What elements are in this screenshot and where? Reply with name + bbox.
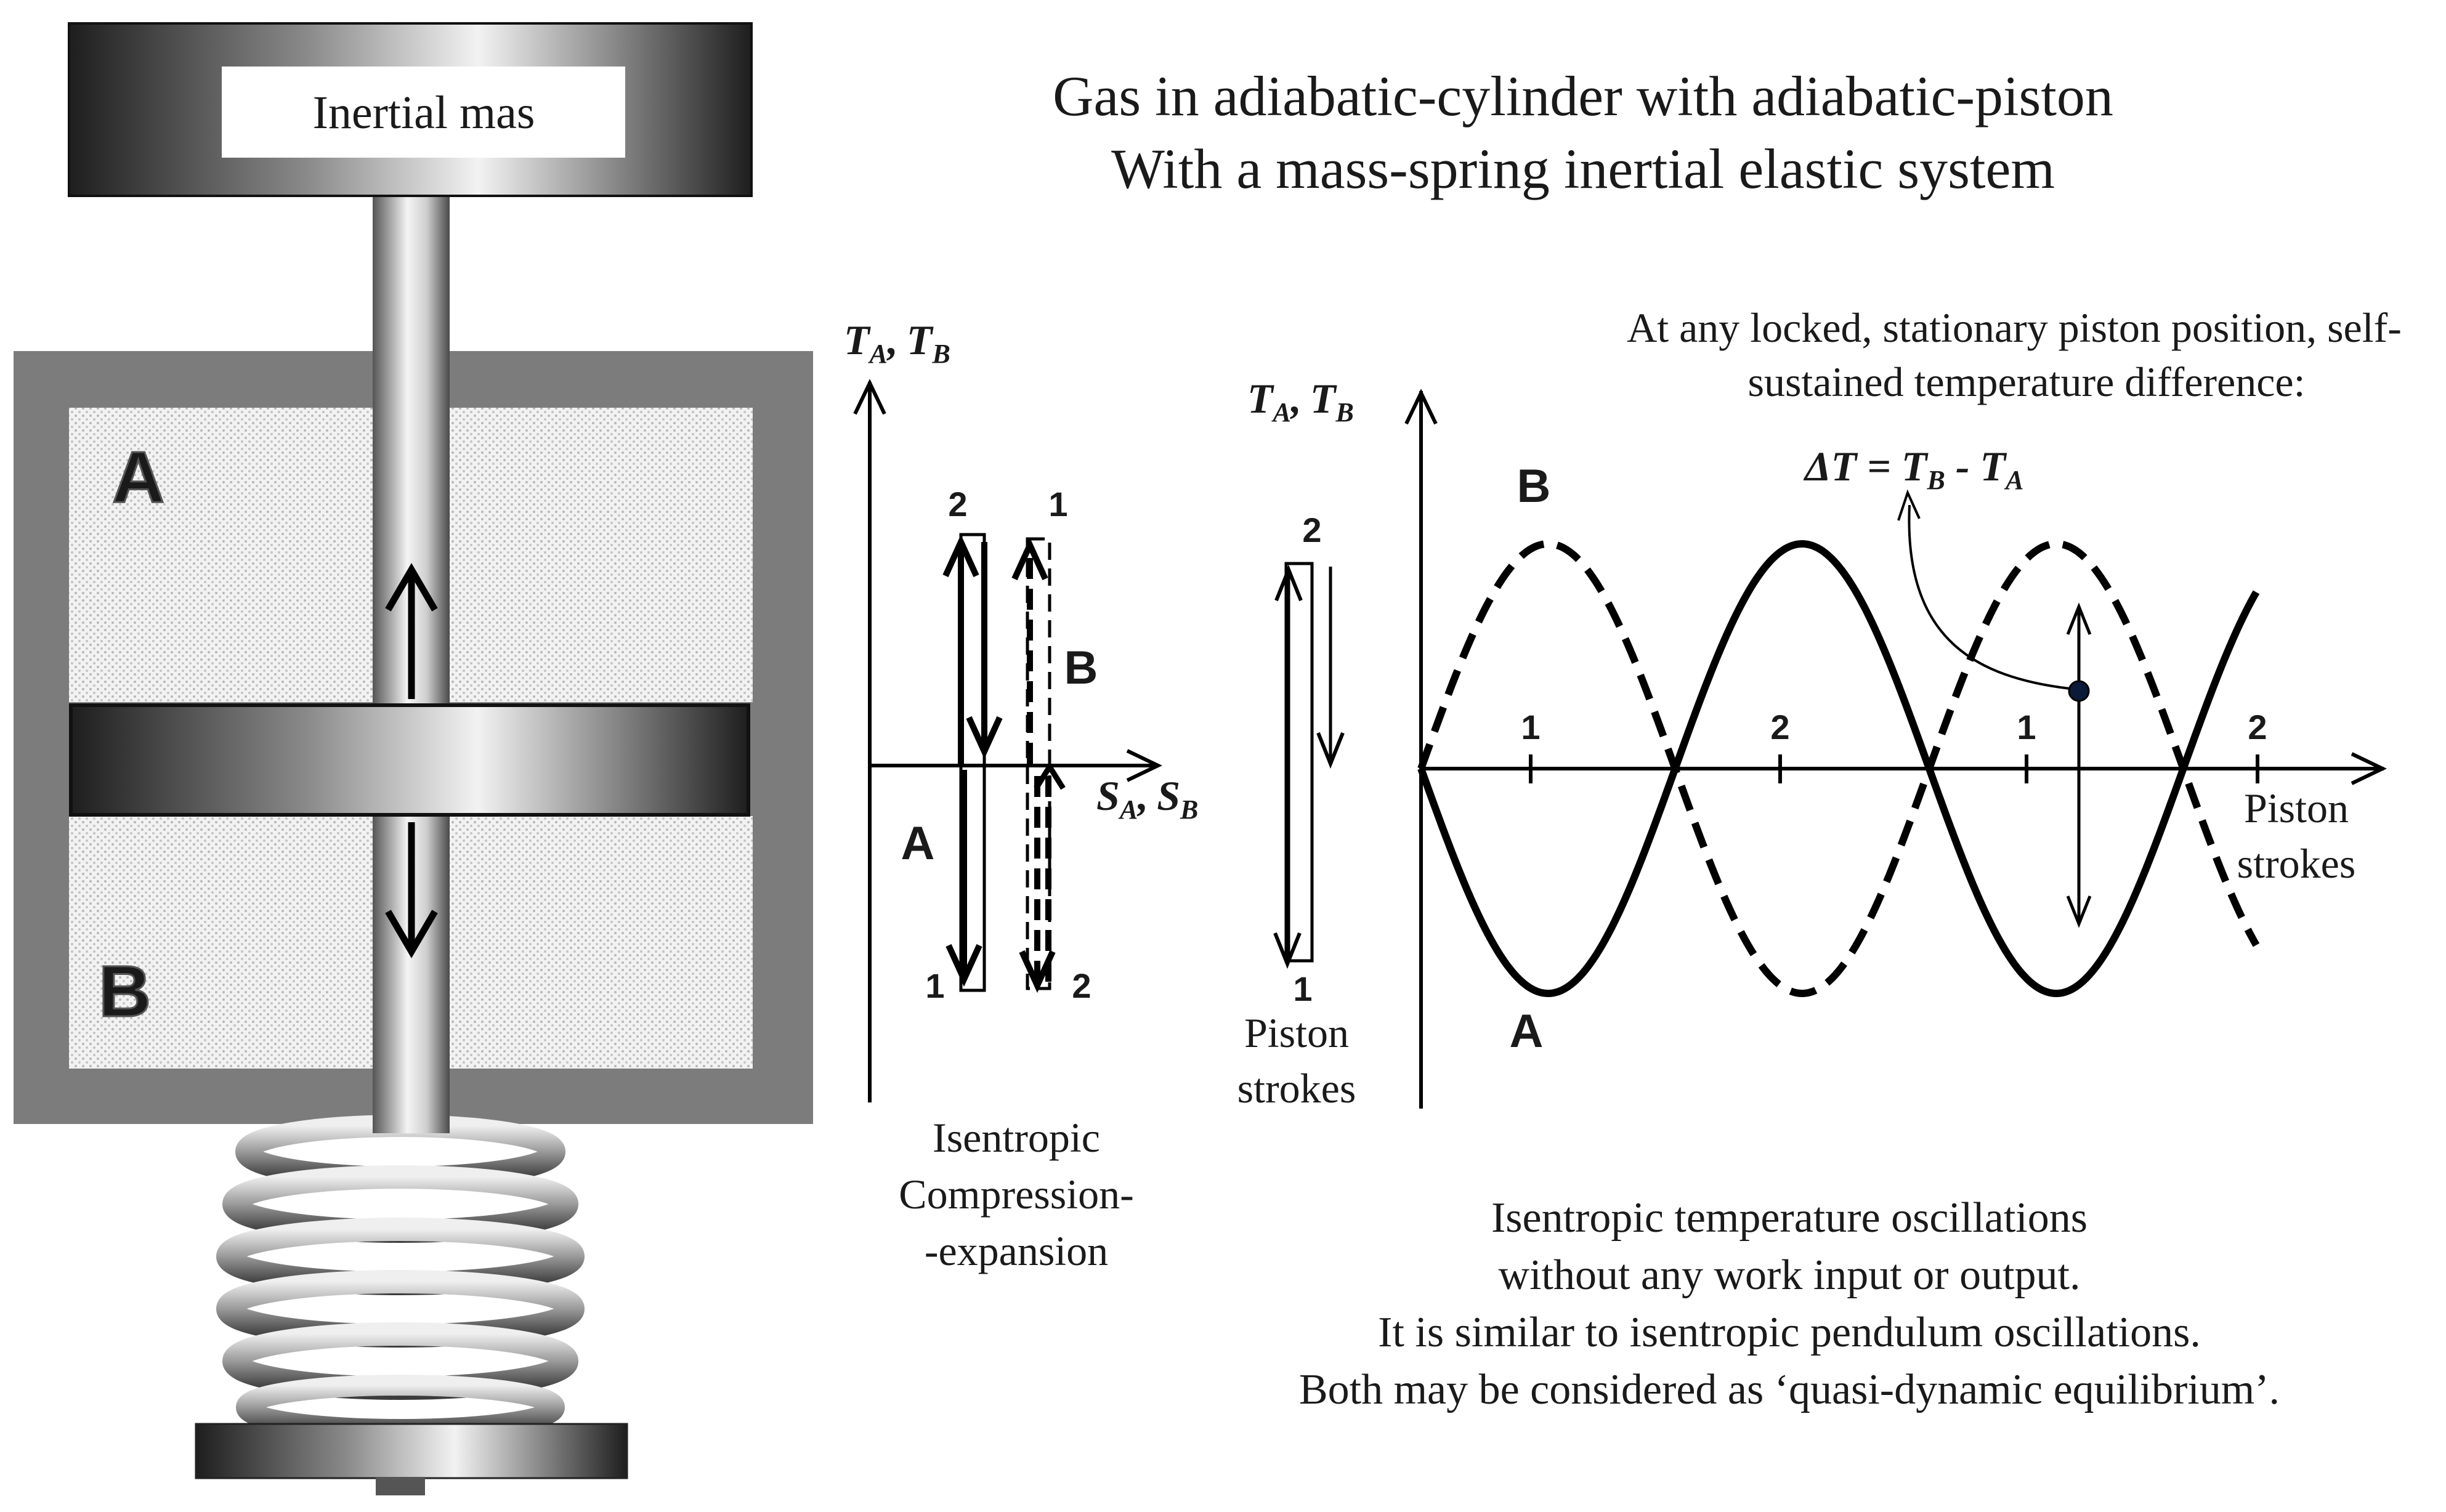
stroke-key-down-left-head	[1273, 932, 1302, 969]
ts-y-arrowhead	[853, 379, 886, 415]
wave-caption-4: Both may be considered as ‘quasi-dynamic…	[1299, 1366, 2280, 1413]
ts-point-b-top: 1	[1048, 485, 1067, 524]
ts-path-b-up-head	[1011, 537, 1048, 581]
delta-t-arrow-top	[2066, 602, 2092, 635]
chamber-b-label: B	[99, 951, 151, 1032]
wave-note-2: sustained temperature difference:	[1748, 358, 2306, 405]
mass-label: Inertial mas	[313, 87, 535, 139]
header-line-2: With a mass-spring inertial elastic syst…	[1111, 137, 2055, 200]
ts-path-a-down-head	[966, 716, 1003, 759]
spring	[216, 1115, 585, 1440]
spring-base-plate	[195, 1423, 628, 1479]
ts-x-label: SA,SB	[1096, 772, 1198, 825]
ts-path-a-up-head	[942, 534, 979, 578]
wave-label-b: B	[1517, 460, 1551, 512]
cylinder-device: Inertial mas A B	[14, 22, 813, 1495]
stroke-key-up-head	[1274, 564, 1303, 602]
stroke-key-caption-1: Piston	[1244, 1009, 1349, 1056]
wave-x-label-1: Piston	[2244, 785, 2349, 831]
stroke-key: TA,TB 2 1 Piston strokes	[1237, 375, 1356, 1112]
down-arrow-head	[385, 910, 438, 958]
wave-ticks: 1 2 1 2	[1521, 708, 2267, 783]
ts-label-b: B	[1064, 642, 1098, 694]
wave-label-a: A	[1510, 1005, 1544, 1057]
ts-point-b-bottom: 2	[1072, 966, 1091, 1005]
wave-tick-label-2: 2	[1770, 708, 1789, 746]
wave-tick-label-3: 1	[2017, 708, 2036, 746]
locked-point-marker	[2068, 680, 2090, 702]
wave-temperature-a	[1417, 540, 2260, 998]
wave-x-label-2: strokes	[2237, 840, 2356, 887]
delta-t-pointer	[1908, 504, 2070, 690]
stroke-key-caption-2: strokes	[1237, 1065, 1356, 1112]
ts-caption-3: -expansion	[925, 1227, 1108, 1274]
ts-path-b-x-head	[1034, 761, 1066, 790]
ts-x-arrowhead	[1126, 749, 1162, 782]
wave-note-1: At any locked, stationary piston positio…	[1627, 304, 2402, 351]
wave-tick-label-4: 2	[2248, 708, 2267, 746]
delta-t-arrow-bottom	[2066, 895, 2092, 928]
wave-x-arrowhead	[2351, 752, 2387, 785]
stroke-key-down-head	[1316, 732, 1345, 769]
ts-caption-1: Isentropic	[933, 1114, 1100, 1161]
mass-label-box	[222, 67, 625, 158]
ts-diagram: TA,TB SA,SB 2 1 1 2 B A Isentropic Compr…	[844, 317, 1198, 1274]
wave-caption-3: It is similar to isentropic pendulum osc…	[1378, 1309, 2201, 1356]
ts-path-b-down-head	[1019, 950, 1056, 993]
wave-temperature-b	[1417, 540, 2260, 998]
stroke-key-y-label: TA,TB	[1247, 375, 1354, 427]
wave-caption-2: without any work input or output.	[1499, 1251, 2081, 1299]
ts-point-a-bottom: 1	[925, 966, 944, 1005]
stroke-key-top: 2	[1302, 511, 1321, 549]
chamber-a-label: A	[112, 437, 164, 518]
ts-path-a-lower-head	[946, 944, 982, 987]
delta-t-formula: ΔT = TB - TA	[1803, 443, 2023, 495]
base-stem	[376, 1477, 425, 1495]
delta-t-pointer-head	[1897, 489, 1921, 521]
up-arrow-head	[385, 563, 438, 612]
ts-label-a: A	[901, 817, 935, 870]
piston	[69, 703, 750, 817]
wave-y-arrowhead	[1404, 389, 1438, 425]
ts-y-label: TA,TB	[844, 317, 950, 369]
wave-chart: 1 2 1 2 B A Piston strokes At any locked…	[1299, 304, 2402, 1413]
header-line-1: Gas in adiabatic-cylinder with adiabatic…	[1053, 65, 2113, 127]
ts-point-a-top: 2	[948, 485, 967, 524]
stroke-key-loop	[1284, 562, 1314, 963]
wave-tick-label-1: 1	[1521, 708, 1540, 746]
ts-caption-2: Compression-	[899, 1171, 1134, 1218]
stroke-key-bottom: 1	[1293, 969, 1312, 1008]
wave-caption-1: Isentropic temperature oscillations	[1491, 1194, 2088, 1242]
